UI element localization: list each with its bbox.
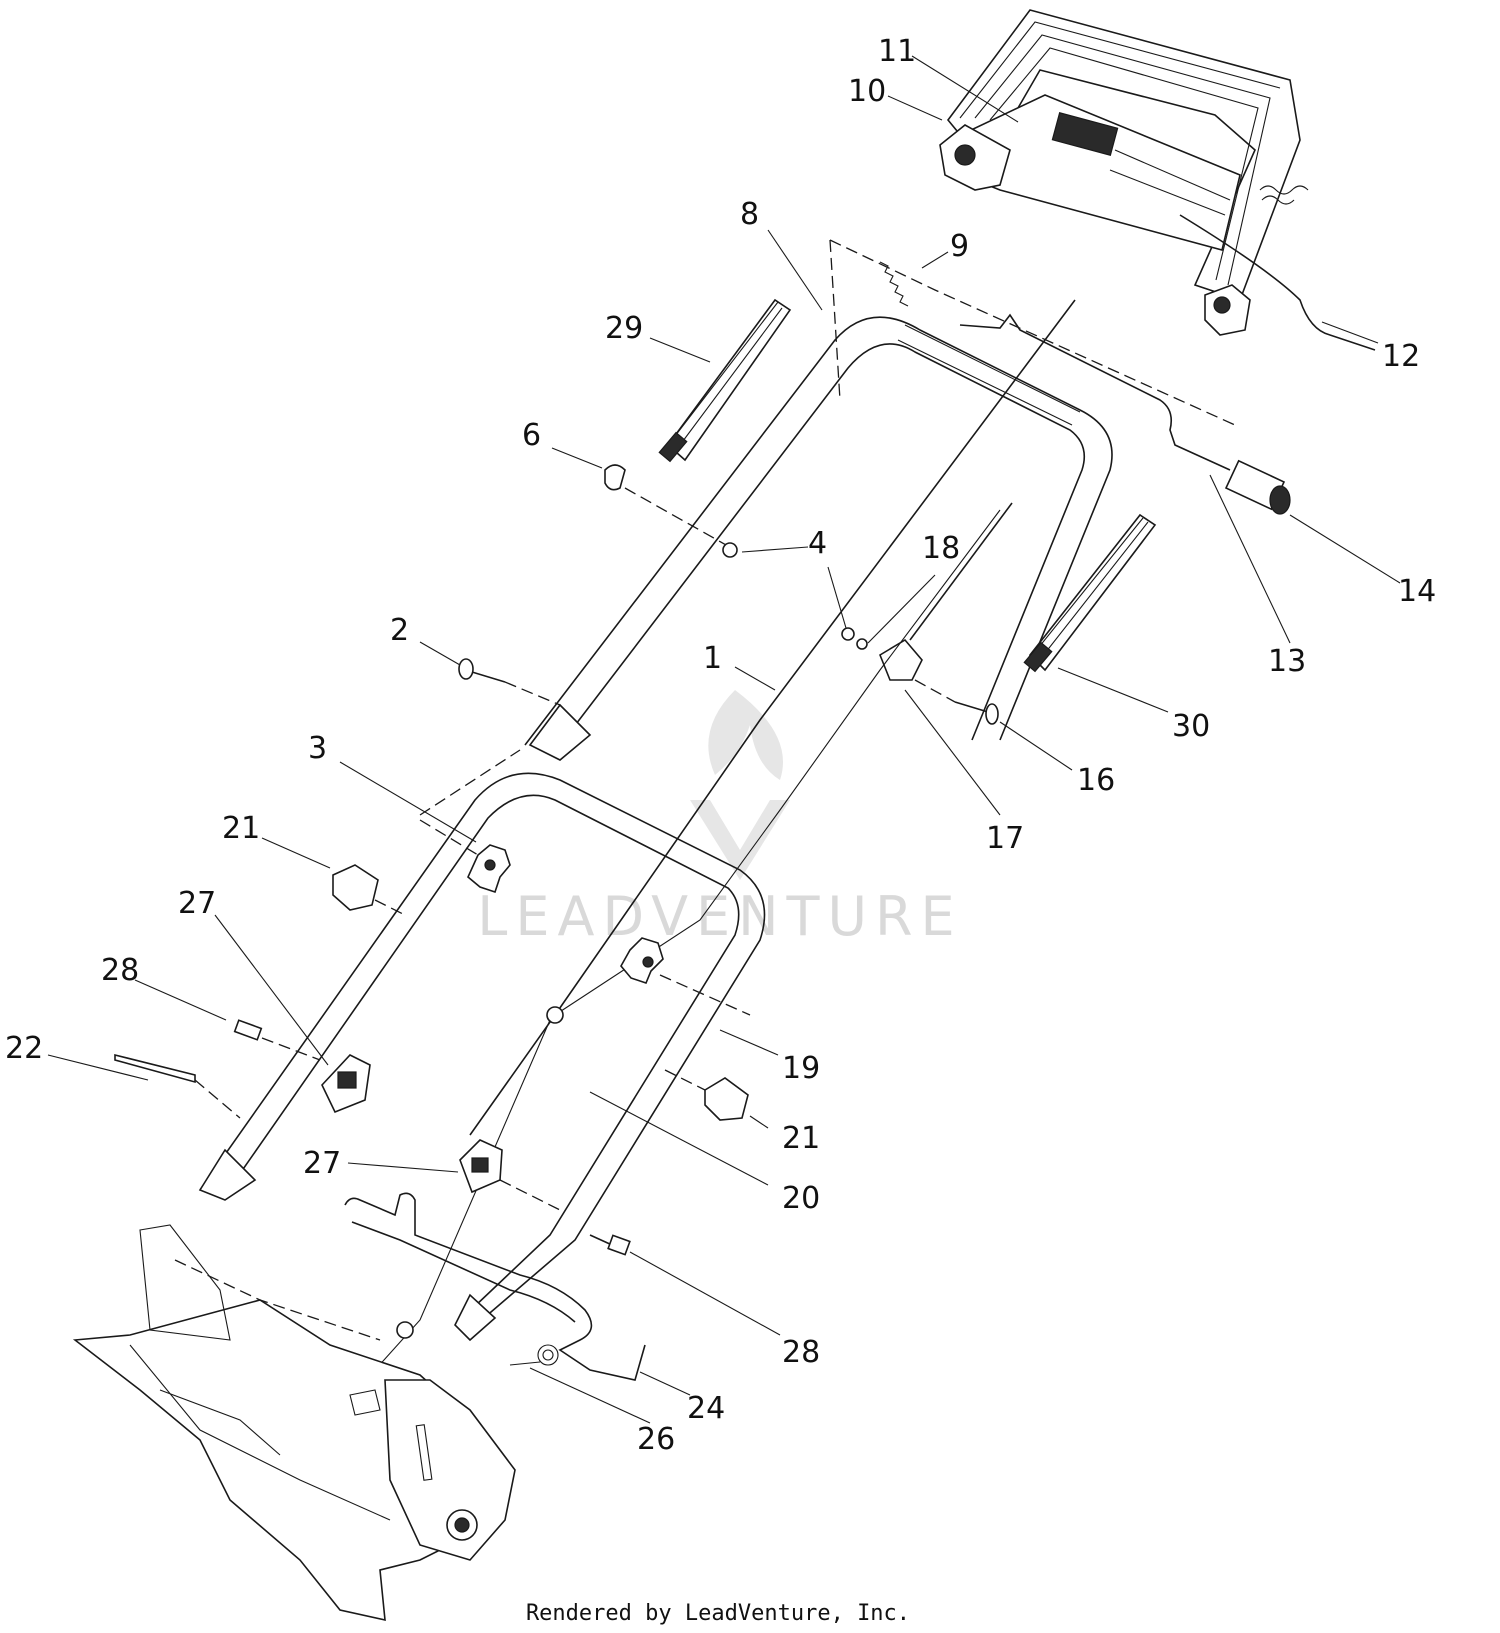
callout-22: 22 <box>5 1031 43 1066</box>
cable-guide-17 <box>879 502 1013 681</box>
spring-9 <box>879 261 909 307</box>
latch-27b <box>459 1139 561 1211</box>
bail-wire-24 <box>344 1192 646 1381</box>
callout-13: 13 <box>1268 644 1306 679</box>
callout-29: 29 <box>605 311 643 346</box>
callout-28b: 28 <box>782 1335 820 1370</box>
callout-9: 9 <box>950 229 969 264</box>
leader-lines <box>47 55 1401 1424</box>
latch-27a <box>321 1054 371 1114</box>
callout-4a: 4 <box>808 526 827 561</box>
lower-handle-20 <box>198 749 766 1342</box>
callout-16: 16 <box>1077 763 1115 798</box>
knob-3 <box>419 819 511 894</box>
pin-22 <box>114 1053 196 1084</box>
callout-27b: 27 <box>303 1146 341 1181</box>
control-cable-1 <box>469 299 1076 1136</box>
callout-11: 11 <box>878 34 916 69</box>
callout-14: 14 <box>1398 574 1436 609</box>
callout-8: 8 <box>740 197 759 232</box>
callout-19: 19 <box>782 1051 820 1086</box>
slide-bracket-29 <box>658 298 792 463</box>
callout-10: 10 <box>848 74 886 109</box>
callout-28a: 28 <box>101 953 139 988</box>
watermark-v-icon <box>690 800 790 880</box>
nut-4b <box>841 627 855 641</box>
mower-deck <box>72 1224 516 1622</box>
connector-14 <box>1224 459 1291 515</box>
callout-24: 24 <box>687 1391 725 1426</box>
rod-13 <box>959 313 1231 471</box>
bolt-28a <box>233 1019 321 1061</box>
callout-6: 6 <box>522 418 541 453</box>
callout-18: 18 <box>922 531 960 566</box>
control-cable-12 <box>1179 214 1376 351</box>
callout-17: 17 <box>986 821 1024 856</box>
nut-4a <box>722 542 738 558</box>
callout-3: 3 <box>308 731 327 766</box>
watermark-text: LEADVENTURE <box>477 885 962 948</box>
callout-30: 30 <box>1172 709 1210 744</box>
upper-bail-assembly <box>939 9 1309 336</box>
callout-1: 1 <box>703 641 722 676</box>
callout-21a: 21 <box>222 811 260 846</box>
callout-2: 2 <box>390 613 409 648</box>
watermark: LEADVENTURE <box>477 690 962 948</box>
bolt-28b <box>589 1234 631 1256</box>
torsion-spring-26 <box>509 1344 559 1366</box>
callout-21b: 21 <box>782 1121 820 1156</box>
callout-27a: 27 <box>178 886 216 921</box>
callout-labels: 1 2 3 4 4 6 8 9 10 11 12 13 14 16 17 18 … <box>5 34 1436 1457</box>
bolt-16 <box>914 679 999 725</box>
bolt-2 <box>458 658 561 706</box>
end-cap-21b <box>664 1069 749 1121</box>
brand-logo-icon <box>1051 111 1119 157</box>
slide-bracket-30 <box>1023 513 1157 673</box>
callout-12: 12 <box>1382 339 1420 374</box>
knob-19 <box>620 937 751 1016</box>
watermark-flame-icon <box>708 690 783 780</box>
clip-6 <box>604 464 626 491</box>
upper-handle-8 <box>524 239 1236 761</box>
footer-credit: Rendered by LeadVenture, Inc. <box>526 1601 910 1626</box>
end-cap-21a <box>332 864 406 916</box>
washer-18 <box>856 638 868 650</box>
callout-20: 20 <box>782 1181 820 1216</box>
callout-26: 26 <box>637 1422 675 1457</box>
